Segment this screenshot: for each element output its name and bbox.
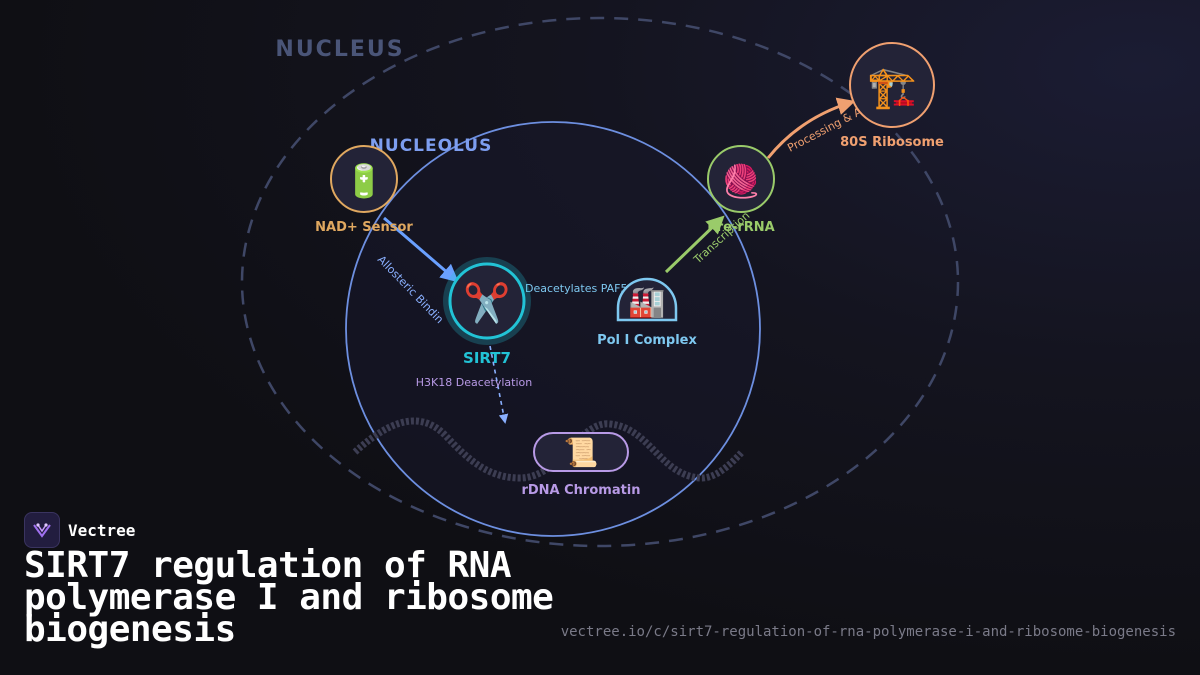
rdna-label: rDNA Chromatin (521, 483, 640, 498)
node-pre-rrna[interactable]: 🧶 Pre-rRNA (707, 145, 775, 235)
node-rdna-chromatin[interactable]: 📜 rDNA Chromatin (521, 432, 641, 498)
edge-transcription (664, 215, 725, 274)
node-sirt7[interactable]: ✂️ SIRT7 (443, 257, 531, 367)
nucleus-boundary (240, 16, 960, 548)
edge-label-h3k18: H3K18 Deacetylation (416, 376, 532, 389)
battery-icon: 🔋 (344, 162, 384, 200)
sirt7-label: SIRT7 (463, 349, 511, 367)
scissors-icon: ✂️ (463, 280, 510, 325)
edge-label-deacetylates: Deacetylates PAF53 (525, 282, 635, 295)
ribosome-label: 80S Ribosome (840, 135, 944, 150)
page-title: SIRT7 regulation of RNA polymerase I and… (24, 545, 554, 650)
construction-icon: 🏗️ (867, 65, 917, 111)
node-pol-i-complex[interactable]: 🏭 Pol I Complex (597, 277, 698, 348)
edge-label-processing: Processing & Assembly (0, 0, 869, 155)
scroll-icon: 📜 (564, 436, 599, 469)
node-nad-sensor[interactable]: 🔋 NAD+ Sensor (315, 145, 413, 235)
pol-i-label: Pol I Complex (597, 333, 697, 348)
brand: Vectree (24, 512, 135, 548)
nad-sensor-label: NAD+ Sensor (315, 220, 413, 235)
vectree-logo-icon (24, 512, 60, 548)
node-80s-ribosome[interactable]: 🏗️ 80S Ribosome (840, 42, 944, 150)
brand-name: Vectree (68, 520, 136, 540)
nucleus-label: NUCLEUS (275, 37, 404, 62)
source-url[interactable]: vectree.io/c/sirt7-regulation-of-rna-pol… (560, 624, 1176, 640)
edge-h3k18 (489, 345, 509, 424)
pre-rrna-label: Pre-rRNA (707, 220, 775, 235)
yarn-icon: 🧶 (721, 162, 761, 200)
edge-processing (766, 97, 856, 159)
nucleolus-boundary (345, 121, 761, 537)
factory-icon: 🏭 (628, 285, 665, 320)
nucleolus-label: NUCLEOLUS (370, 136, 493, 156)
edge-allosteric-binding (383, 216, 459, 283)
